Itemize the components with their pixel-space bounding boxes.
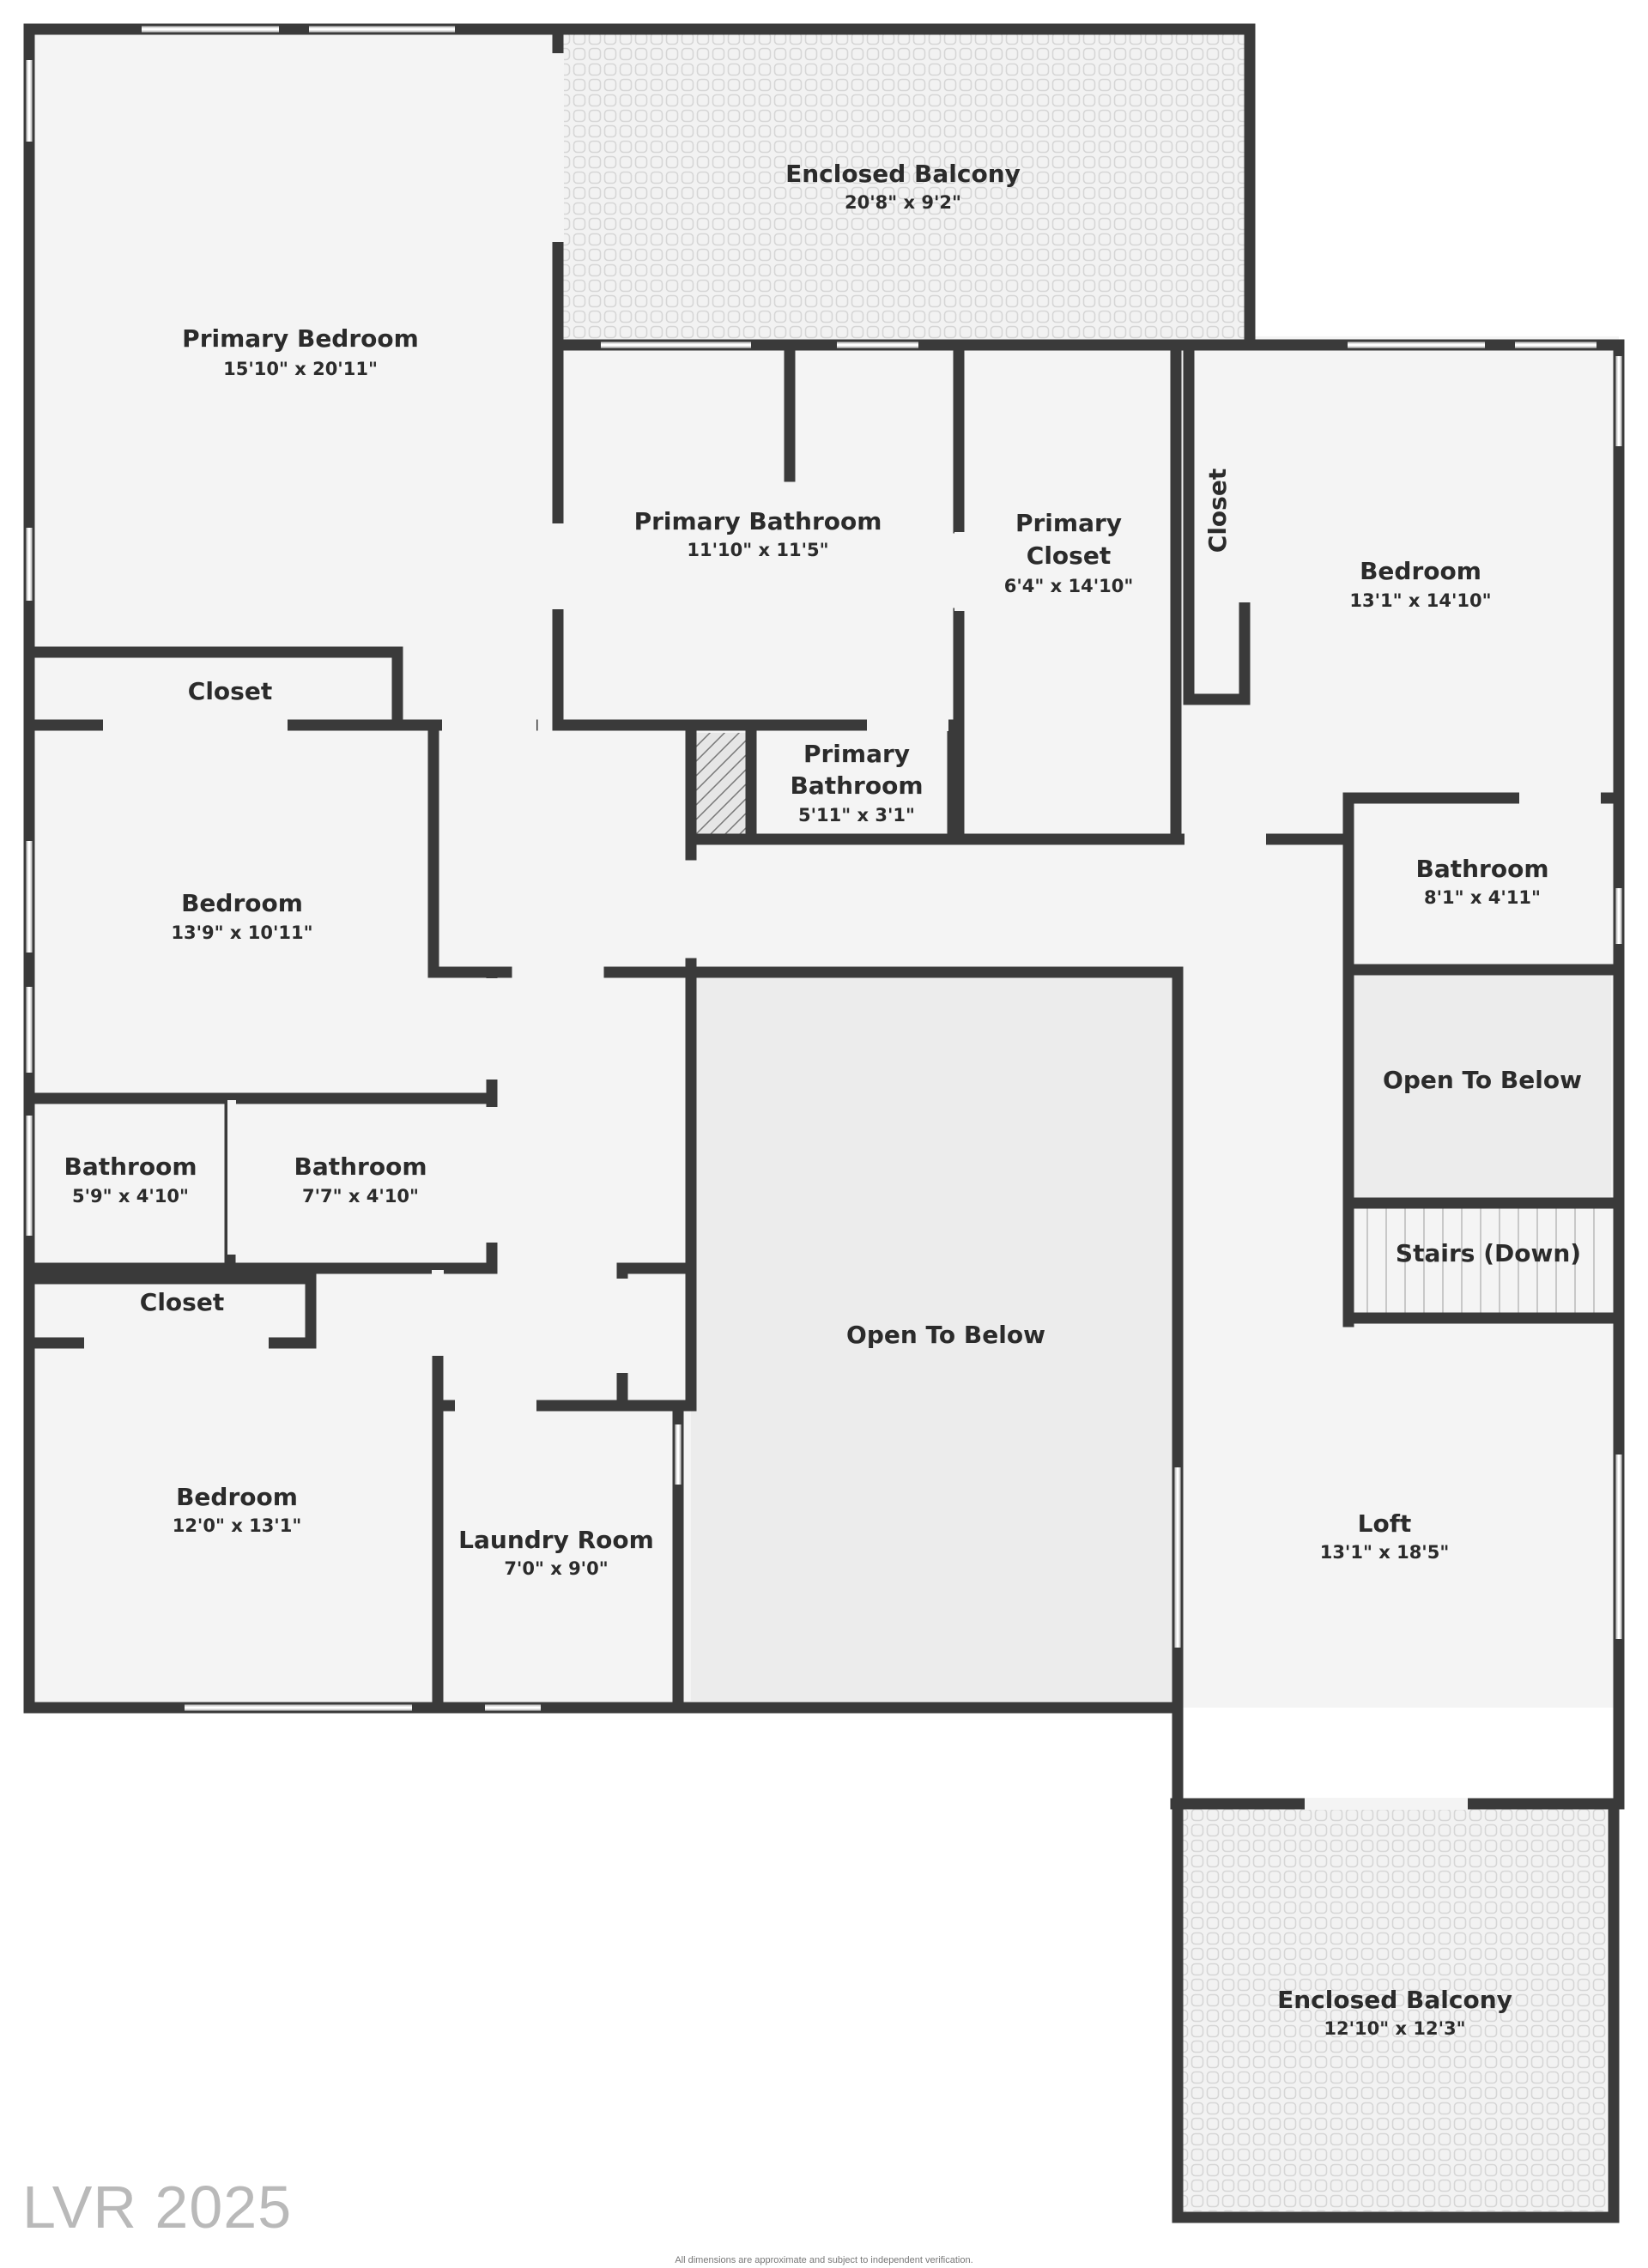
laundry-room-dims: 7'0" x 9'0" bbox=[504, 1558, 608, 1579]
enclosed-balcony-top-name: Enclosed Balcony bbox=[785, 160, 1021, 188]
enclosed-balcony-bottom-name: Enclosed Balcony bbox=[1277, 1986, 1512, 2014]
primary-bedroom-name: Primary Bedroom bbox=[182, 324, 419, 353]
primary-closet-name-line2: Closet bbox=[1027, 541, 1111, 570]
enclosed-balcony-top-floor bbox=[558, 29, 1245, 340]
enclosed-balcony-bottom-floor bbox=[1183, 1808, 1607, 2211]
primary-bathroom-name: Primary Bathroom bbox=[634, 507, 882, 535]
stairs-name: Stairs (Down) bbox=[1396, 1239, 1581, 1267]
bedroom-west-lower-name: Bedroom bbox=[176, 1483, 298, 1511]
loft-name: Loft bbox=[1358, 1509, 1412, 1538]
enclosed-balcony-bottom-dims: 12'10" x 12'3" bbox=[1324, 2018, 1465, 2039]
loft-dims: 13'1" x 18'5" bbox=[1320, 1542, 1450, 1563]
primary-closet-name-line1: Primary bbox=[1015, 509, 1122, 537]
bathroom-b-name: Bathroom bbox=[294, 1152, 427, 1181]
bedroom-west-lower-dims: 12'0" x 13'1" bbox=[173, 1515, 302, 1536]
laundry-room-name: Laundry Room bbox=[458, 1526, 654, 1554]
bedroom-east-name: Bedroom bbox=[1360, 557, 1481, 585]
primary-bathroom-small-name-line1: Primary bbox=[803, 740, 910, 768]
bathroom-b-dims: 7'7" x 4'10" bbox=[302, 1186, 419, 1207]
closet-west-upper-name: Closet bbox=[188, 677, 272, 705]
shaft-hatch bbox=[696, 733, 751, 839]
primary-bedroom-dims: 15'10" x 20'11" bbox=[223, 359, 378, 379]
closet-west-lower-name: Closet bbox=[140, 1288, 224, 1316]
open-to-below-large-name: Open To Below bbox=[846, 1321, 1045, 1349]
closet-vertical-name: Closet bbox=[1203, 469, 1232, 553]
open-to-below-large-floor bbox=[691, 974, 1172, 1701]
primary-bathroom-small-dims: 5'11" x 3'1" bbox=[798, 805, 915, 826]
open-to-below-small-floor bbox=[1348, 975, 1611, 1197]
stairs-treads bbox=[1366, 1208, 1595, 1313]
disclaimer: All dimensions are approximate and subje… bbox=[675, 2255, 973, 2265]
watermark: LVR 2025 bbox=[22, 2174, 293, 2241]
bathroom-a-dims: 5'9" x 4'10" bbox=[72, 1186, 189, 1207]
open-to-below-small-name: Open To Below bbox=[1383, 1066, 1582, 1094]
bedroom-west-mid-dims: 13'9" x 10'11" bbox=[171, 922, 312, 943]
bathroom-a-name: Bathroom bbox=[64, 1152, 197, 1181]
primary-closet-dims: 6'4" x 14'10" bbox=[1004, 576, 1134, 596]
openings bbox=[26, 26, 1622, 1810]
bedroom-west-mid-name: Bedroom bbox=[181, 889, 303, 917]
bathroom-east-name: Bathroom bbox=[1415, 855, 1548, 883]
bathroom-east-dims: 8'1" x 4'11" bbox=[1424, 887, 1541, 908]
primary-bathroom-dims: 11'10" x 11'5" bbox=[687, 540, 828, 560]
enclosed-balcony-top-dims: 20'8" x 9'2" bbox=[845, 192, 961, 213]
room-labels: Enclosed Balcony 20'8" x 9'2" Primary Be… bbox=[64, 160, 1581, 2039]
primary-bathroom-small-name-line2: Bathroom bbox=[790, 771, 923, 800]
bedroom-east-dims: 13'1" x 14'10" bbox=[1349, 590, 1491, 611]
